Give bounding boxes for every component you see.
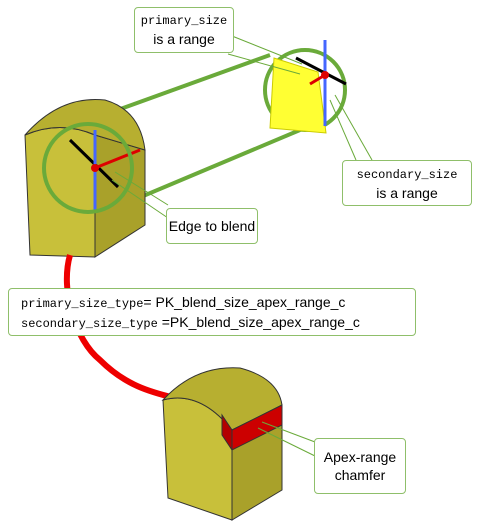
chamfer-face-front: [221, 413, 233, 452]
range-face: [269, 57, 327, 134]
red-edge-line: [94, 148, 141, 170]
result-callout: Apex-range chamfer: [314, 438, 406, 494]
edge-label: Edge to blend: [168, 218, 256, 234]
pointer-primary-2: [227, 53, 301, 75]
edge-callout: Edge to blend: [166, 208, 258, 244]
primary-size-type-code: primary_size_type: [21, 297, 144, 311]
magnified-edge-line: [295, 56, 347, 86]
pointer-secondary-2: [329, 99, 357, 161]
solid-front-face: [24, 127, 96, 258]
secondary-size-type-code: secondary_size_type: [21, 317, 158, 331]
result-label-line1: Apex-range: [323, 449, 397, 465]
size-type-callout: primary_size_type= PK_blend_size_apex_ra…: [8, 288, 416, 336]
primary-size-type-value: = PK_blend_size_apex_range_c: [143, 294, 346, 310]
magnified-vertex-dot: [321, 71, 329, 79]
pointer-primary: [231, 35, 303, 65]
primary-size-callout: primary_size is a range: [134, 7, 234, 53]
small-lens: [42, 122, 134, 214]
primary-size-code: primary_size: [140, 14, 228, 28]
primary-size-text: is a range: [153, 31, 215, 47]
result-solid: [161, 367, 283, 521]
pointer-edge: [114, 171, 169, 206]
secondary-size-code: secondary_size: [356, 168, 458, 182]
secondary-size-type-line: secondary_size_type =PK_blend_size_apex_…: [21, 313, 415, 333]
secondary-size-text: is a range: [376, 185, 438, 201]
pointer-result: [261, 421, 316, 443]
result-top-face: [161, 367, 283, 431]
primary-size-type-line: primary_size_type= PK_blend_size_apex_ra…: [21, 293, 415, 313]
pointer-edge-2: [111, 179, 169, 219]
original-solid: [24, 98, 146, 258]
secondary-size-type-value: =PK_blend_size_apex_range_c: [157, 314, 360, 330]
transform-arrow: [63, 254, 176, 401]
vertex-dot: [91, 164, 99, 172]
secondary-size-callout: secondary_size is a range: [342, 160, 472, 206]
result-label-line2: chamfer: [334, 467, 386, 483]
pointer-secondary: [334, 94, 373, 161]
pointer-result-2: [257, 427, 316, 457]
